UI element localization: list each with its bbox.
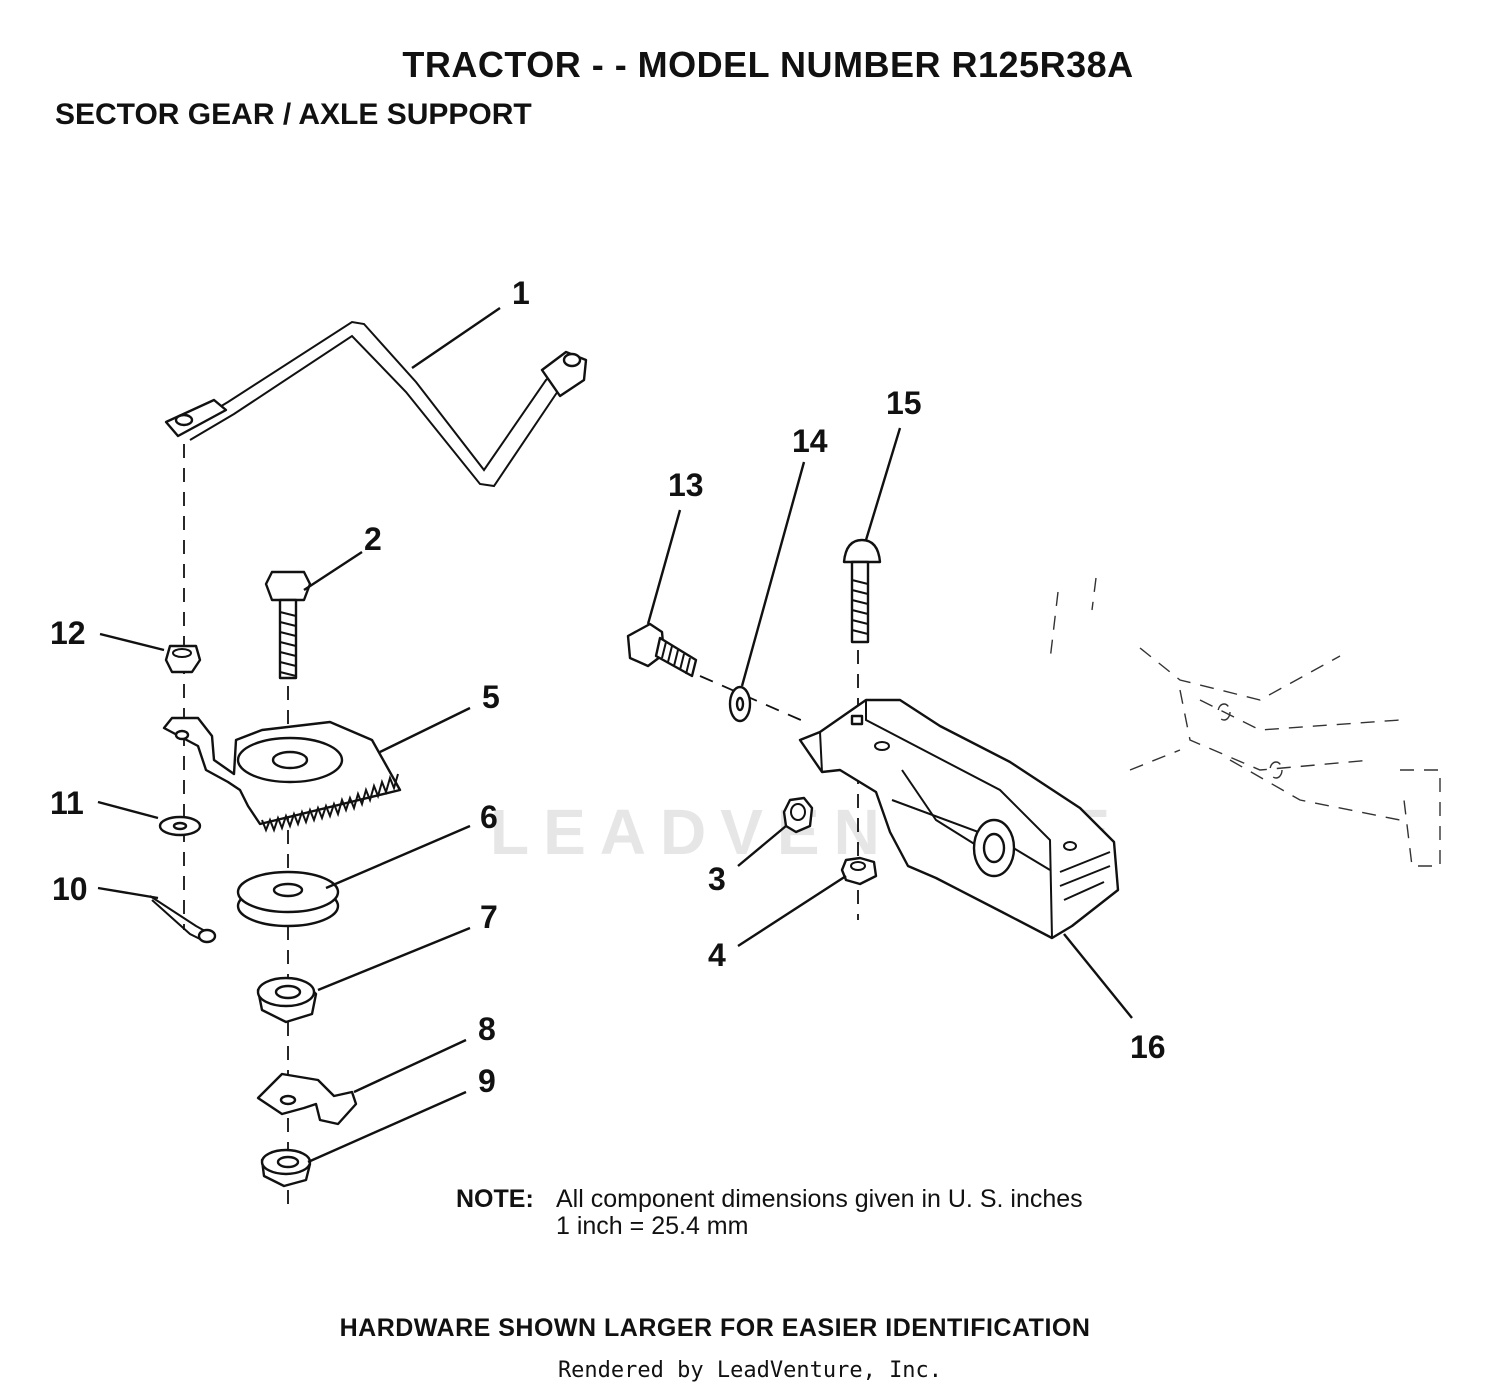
callout-14: 14 [792,423,828,459]
leader-10 [97,886,159,900]
note-line-2: 1 inch = 25.4 mm [556,1212,749,1240]
ghost-frame-outline [1049,577,1441,867]
callout-12: 12 [50,615,86,651]
hardware-notice: HARDWARE SHOWN LARGER FOR EASIER IDENTIF… [339,1314,1091,1342]
part-14-washer [728,685,752,723]
callout-7: 7 [480,899,498,935]
part-6-spacer [236,870,340,928]
leader-2 [303,550,363,592]
part-3-nut [782,796,814,834]
note-label: NOTE: [456,1185,534,1213]
part-5-sector-gear [162,716,402,833]
centerline-bolt-13 [699,675,811,725]
leader-5 [379,706,471,754]
callout-8: 8 [478,1011,496,1047]
rendered-by-credit: Rendered by LeadVenture, Inc. [557,1358,943,1383]
part-16-axle-support [798,698,1120,940]
callout-16: 16 [1130,1029,1166,1065]
callout-2: 2 [364,521,382,557]
part-13-bolt [626,622,698,678]
leader-13 [646,509,682,625]
page-title: TRACTOR - - MODEL NUMBER R125R38A [402,44,1134,85]
leader-7 [317,926,471,992]
leader-16 [1063,933,1133,1019]
callout-6: 6 [480,799,498,835]
leader-9 [307,1090,467,1164]
part-9-nut [260,1148,312,1188]
leader-11 [97,800,159,820]
part-11-washer [158,815,202,837]
leader-12 [99,632,165,652]
section-title: SECTOR GEAR / AXLE SUPPORT [55,98,532,131]
callout-15: 15 [886,385,922,421]
leader-3 [737,825,787,867]
part-10-cotter-pin [149,895,217,944]
leader-8 [353,1038,467,1094]
part-7-nut [256,976,318,1024]
leader-14 [740,461,806,687]
note-line-1: All component dimensions given in U. S. … [556,1185,1083,1213]
callout-1: 1 [512,275,530,311]
leader-1 [411,307,501,369]
callout-9: 9 [478,1063,496,1099]
callout-13: 13 [668,467,704,503]
callout-11: 11 [50,785,84,821]
dimensions-note: NOTE: All component dimensions given in U… [456,1186,1083,1240]
part-1-drag-link [164,320,588,488]
leader-4 [737,874,847,948]
callout-4: 4 [708,937,726,973]
part-15-carriage-bolt [842,538,882,644]
part-8-clip [256,1072,358,1126]
leader-15 [864,427,902,541]
part-12-lock-nut [164,644,202,674]
leader-6 [325,824,471,890]
callout-5: 5 [482,679,500,715]
part-2-bolt [264,570,312,680]
callout-10: 10 [52,871,88,907]
callout-3: 3 [708,861,726,897]
part-4-nut [840,856,878,886]
